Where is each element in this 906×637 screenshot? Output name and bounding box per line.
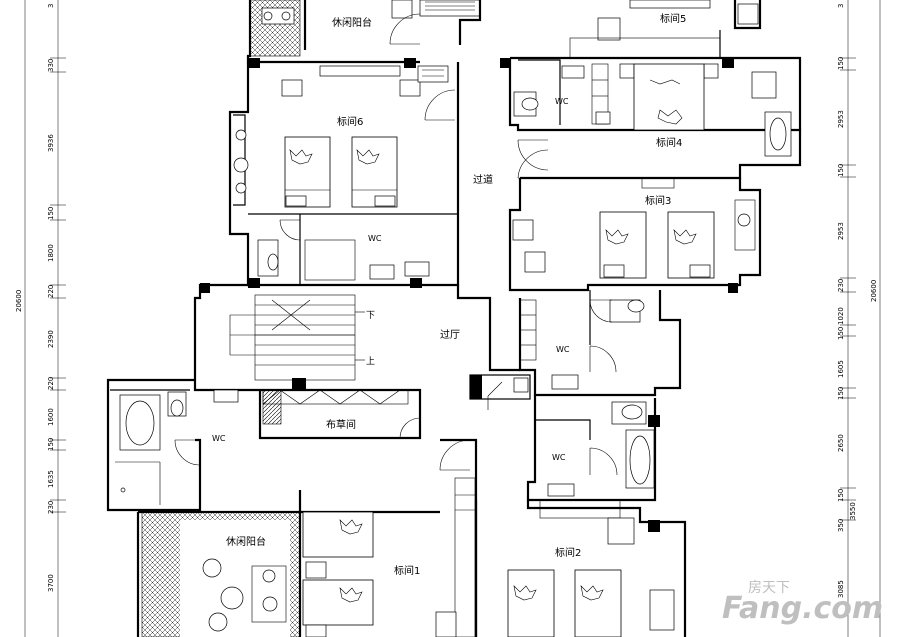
dim-right-extra: 3550 [849,502,857,520]
dim-left-3: 150 [47,207,55,220]
wc-right-middle [469,290,682,410]
wc-label-room6: WC [368,234,382,243]
room-label-room1: 标间1 [394,564,420,577]
dim-left-0: 3 [47,4,55,8]
top-right-wing [458,0,802,180]
room-label-lobby: 过厅 [440,328,460,341]
left-dimension-chain [24,0,66,637]
room-label-balcony-top: 休闲阳台 [332,16,372,29]
dim-left-4: 1800 [47,244,55,262]
dim-right-1: 150 [837,57,845,70]
dim-left-1: 330 [47,59,55,72]
watermark: 房天下 Fang.com [722,580,883,626]
dim-right-11: 150 [837,489,845,502]
dim-right-10: 2650 [837,434,845,452]
room-label-corridor: 过道 [473,173,493,186]
wc-left [106,378,239,512]
room-label-room4: 标间4 [656,136,682,149]
dim-right-total: 20600 [870,280,878,302]
bottom-left-wing [136,438,478,637]
wc-label-left: WC [212,434,226,443]
room-label-room5: 标间5 [660,12,686,25]
dim-right-5: 230 [837,279,845,292]
room3-block [508,177,762,293]
stair-up-label: 上 [366,356,375,367]
room-label-balcony-bottom: 休闲阳台 [226,535,266,548]
dim-right-7: 150 [837,327,845,340]
room-label-room6: 标间6 [337,115,363,128]
dim-left-total: 20600 [15,290,23,312]
dim-left-5: 220 [47,285,55,298]
room-label-room3: 标间3 [645,194,671,207]
right-dimension-chain [840,0,881,637]
dim-right-0: 3 [837,4,845,8]
linen-room-block [193,380,422,440]
bottom-right-wing [474,395,687,637]
watermark-main: Fang.com [722,591,883,626]
dim-right-8: 1605 [837,360,845,378]
dim-left-9: 150 [47,438,55,451]
dim-right-3: 150 [837,164,845,177]
dim-left-10: 1635 [47,470,55,488]
dim-left-8: 1600 [47,408,55,426]
dim-left-12: 3700 [47,574,55,592]
stair-and-lobby [193,283,520,390]
wc-label-room2: WC [552,453,566,462]
wc-label-room3: WC [556,345,570,354]
dim-right-9: 150 [837,387,845,400]
dim-left-2: 3936 [47,134,55,152]
wc-label-room4: WC [555,97,569,106]
dim-right-13: 3085 [837,580,845,598]
dim-right-6: 1020 [837,307,845,325]
room-label-linen: 布草间 [326,418,356,431]
stair-down-label: 下 [366,311,375,321]
dim-right-12: 350 [837,519,845,532]
dim-left-11: 230 [47,501,55,514]
dim-right-4: 2953 [837,222,845,240]
dim-left-7: 220 [47,377,55,390]
dim-left-6: 2390 [47,330,55,348]
dim-right-2: 2953 [837,110,845,128]
watermark-top: 房天下 [748,580,790,596]
top-left-wing [228,0,481,288]
room-label-room2: 标间2 [555,546,581,559]
